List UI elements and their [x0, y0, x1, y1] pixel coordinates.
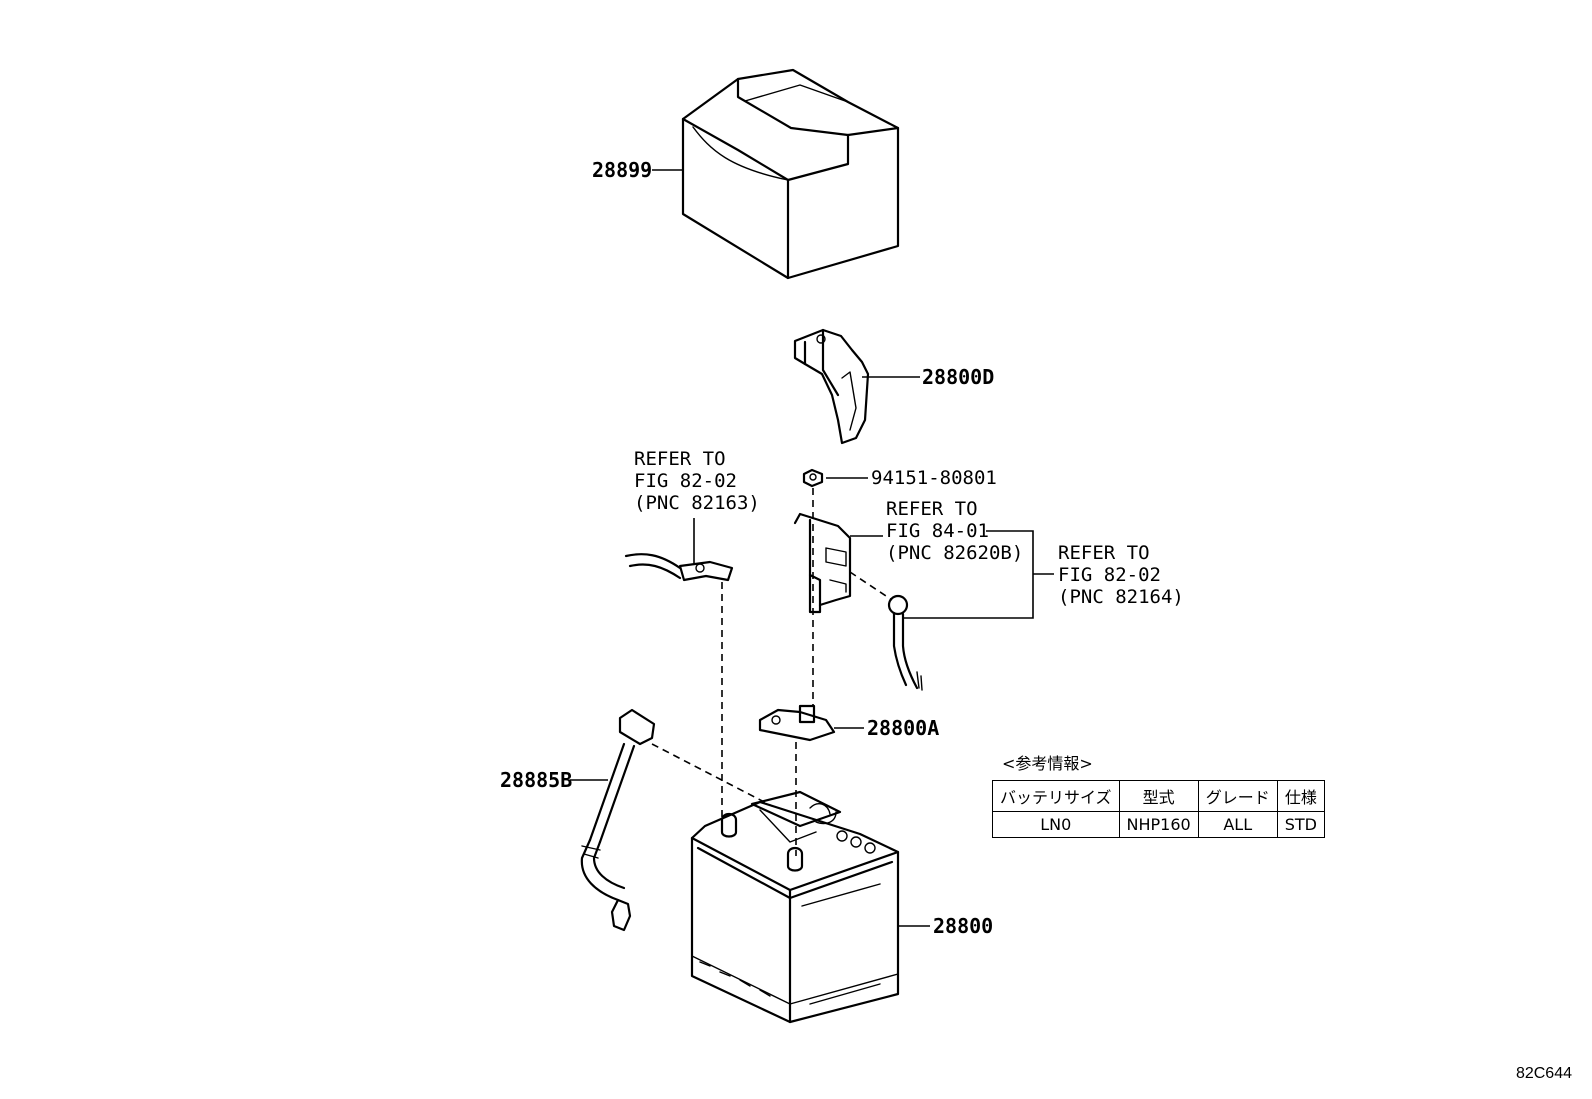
cell-spec: STD — [1276, 811, 1325, 838]
ref2-line3: (PNC 82620B) — [886, 542, 1023, 564]
positive-cable-end — [624, 553, 734, 582]
ref2-line1: REFER TO — [886, 498, 978, 520]
ref3-line1: REFER TO — [1058, 542, 1150, 564]
cell-model: NHP160 — [1118, 811, 1199, 838]
header-battery-size: バッテリサイズ — [992, 780, 1120, 812]
figure-code: 82C644 — [1515, 1065, 1572, 1082]
ground-bracket — [793, 512, 852, 614]
ref-callout-3: REFER TO FIG 82-02 (PNC 82164) — [1058, 542, 1184, 608]
reference-table: バッテリサイズ 型式 グレード 仕様 LN0 NHP160 ALL STD — [992, 780, 1325, 838]
cell-battery-size: LN0 — [992, 811, 1120, 838]
terminal-cover — [793, 328, 870, 445]
header-grade: グレード — [1197, 780, 1278, 812]
dash-sensor-to-battery — [651, 743, 773, 807]
table-row: LN0 NHP160 ALL STD — [992, 811, 1325, 838]
cell-grade: ALL — [1197, 811, 1278, 838]
battery — [690, 790, 900, 1024]
ref1-line2: FIG 82-02 — [634, 470, 737, 492]
header-model: 型式 — [1118, 780, 1199, 812]
terminal-clamp — [758, 704, 836, 742]
label-28899: 28899 — [592, 158, 652, 182]
ref1-line1: REFER TO — [634, 448, 726, 470]
dash-bracket-to-eyelet — [849, 571, 893, 601]
table-header-row: バッテリサイズ 型式 グレード 仕様 — [992, 780, 1325, 812]
ground-cable — [887, 594, 923, 691]
ref1-line3: (PNC 82163) — [634, 492, 760, 514]
label-28800A: 28800A — [867, 716, 939, 740]
ref2-line2: FIG 84-01 — [886, 520, 989, 542]
battery-cover — [681, 68, 900, 280]
label-28885B: 28885B — [500, 768, 572, 792]
ref-callout-2: REFER TO FIG 84-01 (PNC 82620B) — [886, 498, 1023, 564]
header-spec: 仕様 — [1276, 780, 1325, 812]
sensor-cable — [580, 708, 656, 932]
ref3-line3: (PNC 82164) — [1058, 586, 1184, 608]
label-28800D: 28800D — [922, 365, 994, 389]
reference-info: <参考情報> バッテリサイズ 型式 グレード 仕様 LN0 NHP160 ALL… — [992, 750, 1325, 838]
label-28800: 28800 — [933, 914, 993, 938]
reference-info-title: <参考情報> — [1002, 754, 1093, 773]
nut — [802, 468, 824, 488]
ref-callout-1: REFER TO FIG 82-02 (PNC 82163) — [634, 448, 760, 514]
ref3-line2: FIG 82-02 — [1058, 564, 1161, 586]
label-94151: 94151-80801 — [871, 467, 997, 489]
